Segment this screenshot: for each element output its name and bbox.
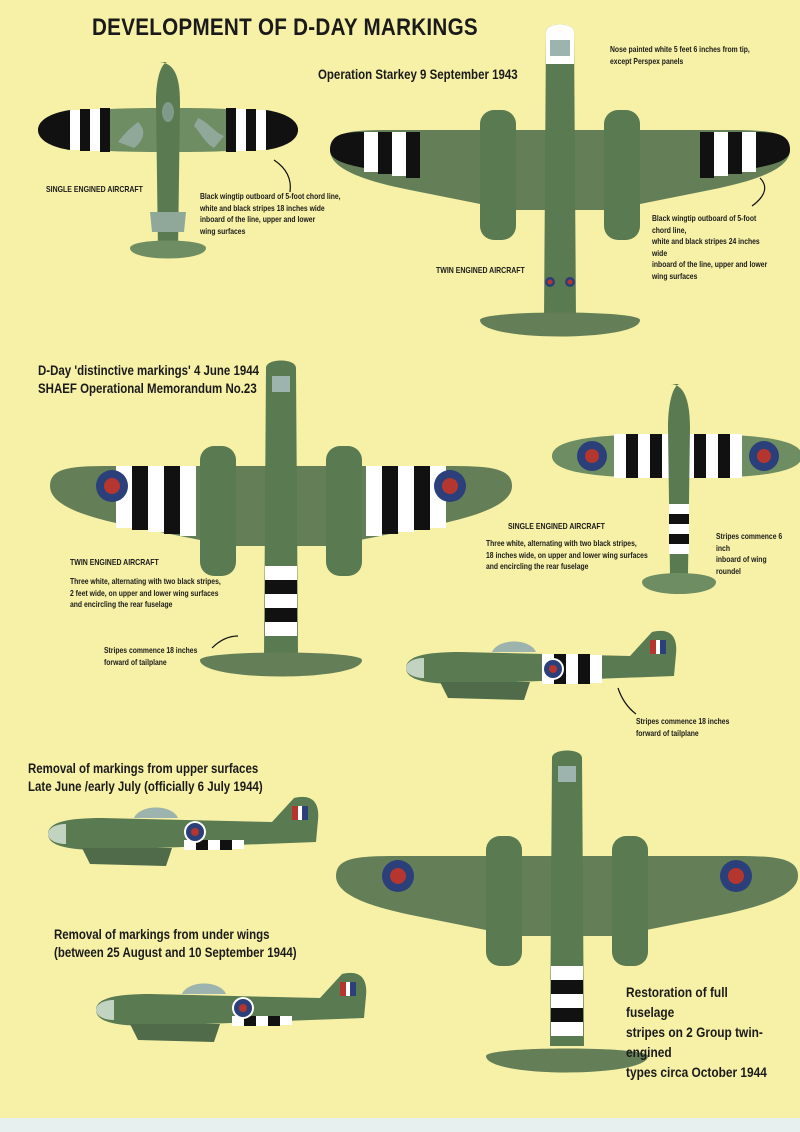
page-bottom-band xyxy=(0,1118,800,1132)
removal-upper-heading: Removal of markings from upper surfaces … xyxy=(28,761,263,794)
dday-single-engine-aircraft xyxy=(552,384,800,594)
dday-typhoon-note: Stripes commence 18 inches forward of ta… xyxy=(636,716,730,738)
starkey-twin-note: Black wingtip outboard of 5-foot chord l… xyxy=(652,213,768,281)
removal-under-heading: Removal of markings from under wings (be… xyxy=(54,927,297,960)
dday-twin-label: TWIN ENGINED AIRCRAFT xyxy=(70,557,159,567)
dday-heading: D-Day 'distinctive markings' 4 June 1944… xyxy=(38,363,260,396)
dday-twin-stripes-note: Stripes commence 18 inches forward of ta… xyxy=(104,645,198,667)
starkey-single-label: SINGLE ENGINED AIRCRAFT xyxy=(46,184,143,194)
starkey-twin-label: TWIN ENGINED AIRCRAFT xyxy=(436,265,525,275)
removal-upper-aircraft xyxy=(48,796,319,866)
starkey-twin-engine-aircraft xyxy=(330,24,790,337)
starkey-nose-note: Nose painted white 5 feet 6 inches from … xyxy=(610,44,750,66)
dday-twin-engine-aircraft xyxy=(50,360,512,677)
restoration-twin-engine-aircraft xyxy=(336,750,798,1073)
dday-typhoon-arrow xyxy=(617,687,637,715)
starkey-twin-arrow xyxy=(751,177,766,207)
starkey-single-note: Black wingtip outboard of 5-foot chord l… xyxy=(200,191,341,236)
dday-side-view-aircraft xyxy=(406,630,677,700)
page-title: DEVELOPMENT OF D-DAY MARKINGS xyxy=(92,14,478,41)
dday-single-label: SINGLE ENGINED AIRCRAFT xyxy=(508,521,605,531)
starkey-single-arrow xyxy=(273,159,291,193)
starkey-single-engine-aircraft xyxy=(38,62,298,259)
dday-twin-stripes-arrow xyxy=(211,635,239,649)
dday-single-stripes-note: Stripes commence 6 inch inboard of wing … xyxy=(716,531,783,576)
starkey-heading: Operation Starkey 9 September 1943 xyxy=(318,67,518,82)
dday-twin-note: Three white, alternating with two black … xyxy=(70,576,221,609)
removal-under-aircraft xyxy=(96,972,367,1042)
restoration-heading: Restoration of full fuselage stripes on … xyxy=(626,984,767,1080)
dday-single-note: Three white, alternating with two black … xyxy=(486,538,648,571)
